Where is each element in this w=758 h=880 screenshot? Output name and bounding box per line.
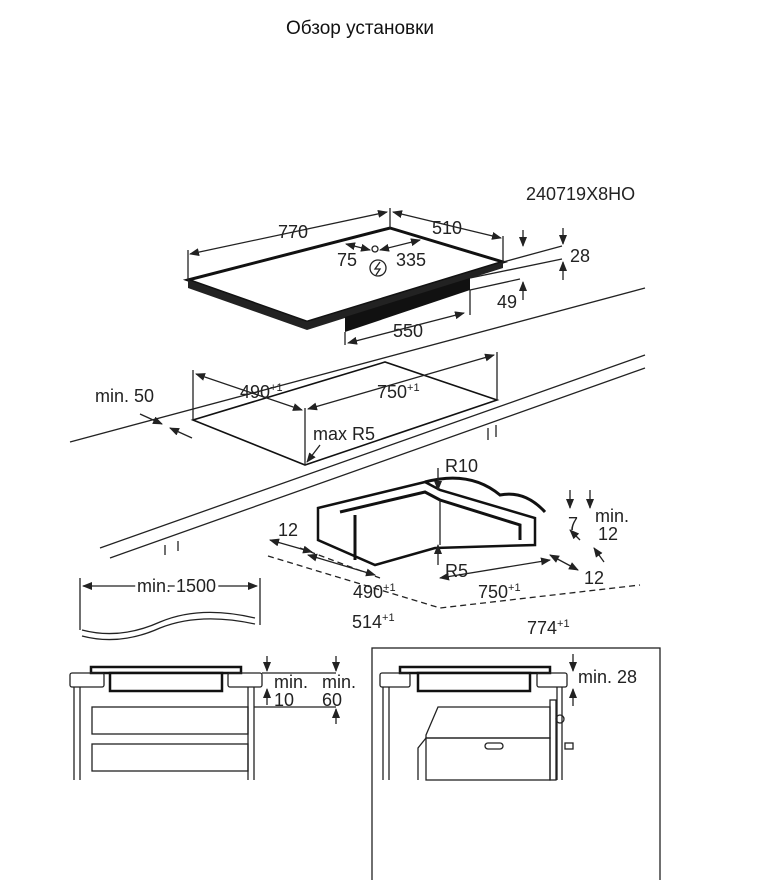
recess-min-label: min.: [595, 506, 629, 526]
hob-drawing: 770 510 75 335 28 49 550: [182, 208, 590, 345]
recess-depth-7-label: 7: [568, 514, 578, 534]
conn-offset-a-label: 75: [337, 250, 357, 270]
hob-width-label: 770: [278, 222, 308, 242]
oven-min-label: min. 28: [578, 667, 637, 687]
recess-outer-depth-label: 514+1: [352, 612, 395, 632]
drawers-min-a-label: min.: [274, 672, 308, 692]
recess-radius-top-label: R10: [445, 456, 478, 476]
page-title: Обзор установки: [285, 18, 435, 39]
recess-edge-left-label: 12: [278, 520, 298, 540]
recess-inner-depth-label: 490+1: [353, 582, 396, 602]
oven-knob-icon: [564, 742, 574, 750]
cutout-radius-label: max R5: [313, 424, 375, 444]
hob-depth-label: 510: [432, 218, 462, 238]
section-drawers-drawing: min. 10 min. 60: [69, 656, 356, 780]
section-oven-drawing: min. 28: [371, 647, 661, 880]
recess-inner-width-label: 750+1: [478, 582, 521, 602]
drawers-min-b-label: min.: [322, 672, 356, 692]
recess-radius-bottom-label: R5: [445, 561, 468, 581]
hob-body-width-label: 550: [393, 321, 423, 341]
hob-body-height-label: 49: [497, 292, 517, 312]
cable-length-label: min. 1500: [137, 576, 216, 596]
recess-outer-width-label: 774+1: [527, 618, 570, 638]
cutout-depth-label: 490+1: [240, 382, 283, 402]
model-code: 240719X8HO: [526, 184, 635, 204]
cutout-width-label: 750+1: [377, 382, 420, 402]
recess-edge-right-label: 12: [584, 568, 604, 588]
recess-drawing: R10 R5 min. 12 7 12 12 490+1 750+1 514+1…: [267, 456, 641, 638]
drawers-min-b-value: 60: [322, 690, 342, 710]
electric-connection-icon: [369, 259, 387, 277]
hob-total-height-label: 28: [570, 246, 590, 266]
conn-offset-b-label: 335: [396, 250, 426, 270]
cutout-side-min-label: min. 50: [95, 386, 154, 406]
cable-drawing: min. 1500: [79, 573, 261, 641]
worktop-cutout-drawing: min. 50 490+1 750+1 max R5: [69, 287, 646, 559]
recess-min-value: 12: [598, 524, 618, 544]
drawers-min-a-value: 10: [274, 690, 294, 710]
